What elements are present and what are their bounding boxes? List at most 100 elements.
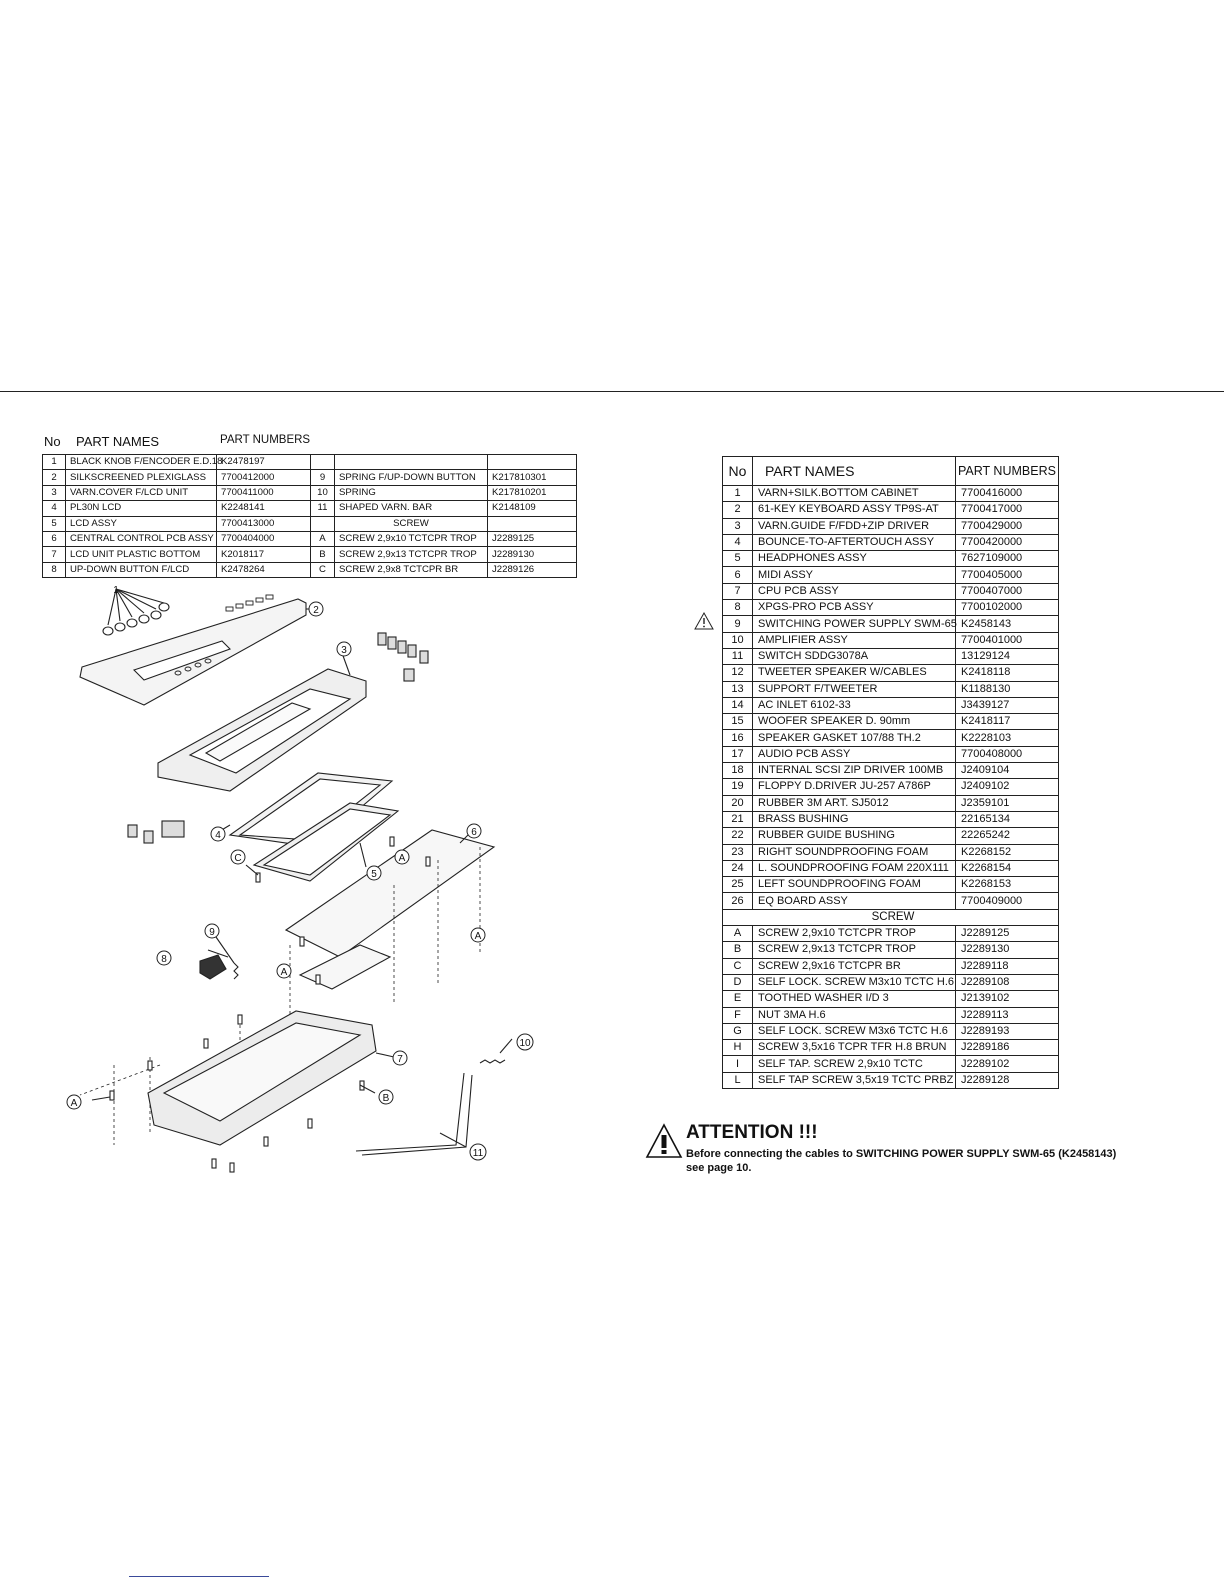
right-part-no-cell: 2 [722,501,753,519]
right-part-no-cell: 17 [722,745,753,764]
right-part-name-cell: RIGHT SOUNDPROOFING FOAM [752,843,956,861]
right-part-number-cell: K2458143 [955,615,1059,633]
left-part-number-cell: J2289130 [487,546,577,563]
right-part-name-cell: L. SOUNDPROOFING FOAM 220X111 [752,859,956,878]
right-part-no-cell: 7 [722,582,753,601]
right-part-number-cell: 7700409000 [955,892,1059,910]
right-part-no-cell: 26 [722,892,753,910]
right-part-number-cell: K2268154 [955,859,1059,878]
svg-text:11: 11 [473,1148,484,1159]
right-part-number-cell: K2268153 [955,876,1059,894]
svg-text:C: C [234,853,241,864]
right-part-number-cell: K1188130 [955,680,1059,698]
right-part-number-cell: K2228103 [955,729,1059,747]
left-table-header: No PART NAMES PART NUMBERS [44,434,364,452]
svg-text:8: 8 [161,954,167,965]
right-part-number-cell: J2359101 [955,794,1059,812]
left-part-no-cell: 10 [310,484,335,502]
left-part-number-cell: 7700404000 [216,530,311,548]
left-part-number-cell: 7700412000 [216,469,311,486]
left-part-no-cell [310,453,335,471]
right-part-number-cell: J2409104 [955,762,1059,780]
right-part-number-cell: J2289108 [955,973,1059,992]
right-part-no-cell: 12 [722,664,753,682]
footer-link-underline [129,1576,269,1577]
left-part-name-cell: SHAPED VARN. BAR [334,500,488,517]
right-part-name-cell: SWITCHING POWER SUPPLY SWM-65 [752,615,957,633]
svg-text:2: 2 [313,605,319,616]
right-part-number-cell: J2409102 [955,778,1059,796]
right-part-no-cell: I [722,1055,753,1073]
right-part-number-cell: 7700407000 [955,582,1059,601]
right-part-no-cell: 5 [722,550,753,568]
left-part-name-cell: BLACK KNOB F/ENCODER E.D.18 [65,453,222,471]
callout-4: 4 [210,826,226,842]
right-part-number-cell: 7700102000 [955,599,1059,617]
exploded-assembly-drawing: 1 2 3 4 5 6 7 8 9 10 11 A A A A B C [66,585,534,1173]
right-part-no-cell: 20 [722,794,753,812]
right-part-no-cell: D [722,973,753,992]
right-part-no-cell: G [722,1022,753,1041]
callout-10: 10 [516,1033,534,1051]
left-part-no-cell: 4 [42,500,66,517]
callout-5: 5 [366,865,382,881]
left-part-no-cell: 11 [310,500,335,517]
right-part-no-cell: 25 [722,876,753,894]
left-part-number-cell: 7700411000 [216,484,311,502]
callout-a4: A [66,1094,82,1110]
svg-text:5: 5 [371,869,377,880]
left-part-number-cell: K2478264 [216,561,311,579]
right-part-number-cell: 7700401000 [955,631,1059,649]
right-part-name-cell: SELF TAP. SCREW 2,9x10 TCTC [752,1055,956,1073]
right-part-name-cell: SCREW 3,5x16 TCPR TFR H.8 BRUN [752,1039,956,1057]
right-part-no-cell: 24 [722,859,753,878]
right-part-number-cell: K2418118 [955,664,1059,682]
callout-c: C [230,849,246,865]
attention-line-1: Before connecting the cables to SWITCHIN… [686,1148,1117,1160]
right-part-name-cell: RUBBER 3M ART. SJ5012 [752,794,956,812]
left-part-number-cell: K2248141 [216,500,311,517]
right-part-name-cell: SELF LOCK. SCREW M3x10 TCTC H.6 [752,973,956,992]
left-part-no-cell: 7 [42,546,66,563]
left-part-name-cell: UP-DOWN BUTTON F/LCD [65,561,217,579]
right-part-no-cell: 16 [722,729,753,747]
spring [479,1059,506,1064]
left-part-name-cell [334,453,488,471]
left-part-number-cell [487,515,577,532]
right-part-number-cell: 7700429000 [955,517,1059,535]
right-header-no: No [722,456,753,486]
left-part-no-cell: 6 [42,530,66,548]
right-part-no-cell: F [722,1006,753,1024]
callout-2: 2 [308,601,324,617]
right-part-name-cell: EQ BOARD ASSY [752,892,956,910]
callout-3: 3 [336,641,352,657]
right-part-name-cell: AMPLIFIER ASSY [752,631,956,649]
attention-text: Before connecting the cables to SWITCHIN… [686,1147,1126,1175]
top-divider [0,391,1224,392]
left-part-number-cell: K2148109 [487,500,577,517]
right-part-no-cell: 15 [722,713,753,731]
right-part-name-cell: SPEAKER GASKET 107/88 TH.2 [752,729,956,747]
right-part-number-cell: 7700420000 [955,533,1059,552]
left-part-name-cell: SPRING [334,484,488,502]
right-part-name-cell: LEFT SOUNDPROOFING FOAM [752,876,956,894]
